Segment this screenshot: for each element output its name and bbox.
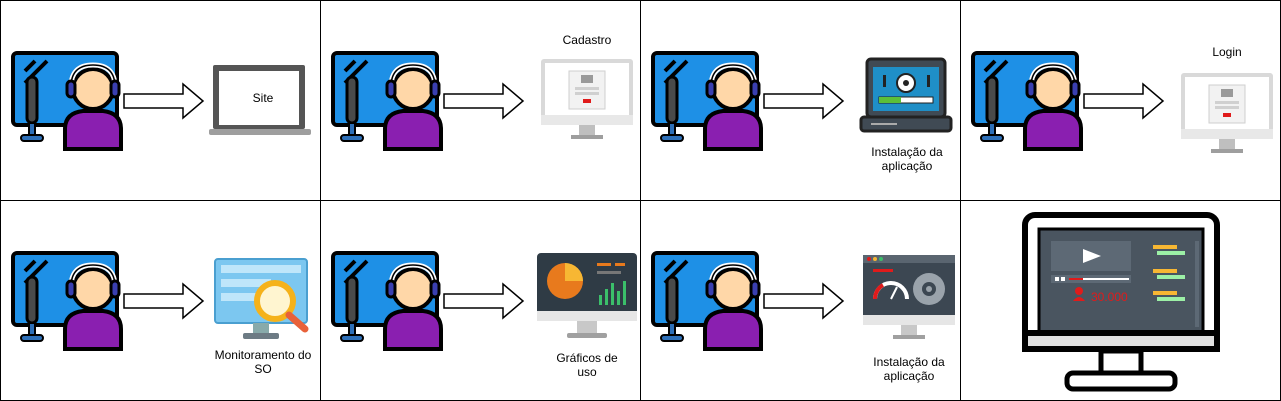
- settings-monitor-icon: [863, 255, 955, 339]
- instalacao-2-label: Instalação da aplicação: [873, 355, 945, 383]
- streamer-icon: [11, 51, 123, 151]
- step-instalacao-2: Instalação da aplicação: [640, 200, 961, 401]
- form-monitor-icon: [540, 58, 634, 140]
- step-graficos: Gráficos de uso: [320, 200, 641, 401]
- step-login: Login: [960, 0, 1281, 201]
- arrow-icon: [763, 83, 844, 119]
- streamer-icon: [651, 51, 763, 151]
- step-site: Site: [0, 0, 321, 201]
- arrow-icon: [123, 83, 204, 119]
- step-instalacao: Instalação da aplicação: [640, 0, 961, 201]
- dashboard-icon: [537, 253, 637, 338]
- streamer-icon: [11, 251, 123, 351]
- stream-monitor-icon: 30.000: [1022, 212, 1220, 392]
- final-stream-monitor: 30.000: [960, 200, 1281, 401]
- arrow-icon: [443, 83, 524, 119]
- monitor-search-icon: [214, 258, 309, 339]
- step-cadastro: Cadastro: [320, 0, 641, 201]
- streamer-icon: [331, 51, 443, 151]
- step-monitoramento: Monitoramento do SO: [0, 200, 321, 401]
- arrow-icon: [123, 283, 204, 319]
- site-label: Site: [252, 91, 274, 105]
- streamer-icon: [651, 251, 763, 351]
- arrow-icon: [1083, 83, 1164, 119]
- streamer-icon: [971, 51, 1083, 151]
- arrow-icon: [763, 283, 844, 319]
- monitoramento-label: Monitoramento do SO: [214, 348, 312, 376]
- viewer-count: 30.000: [1091, 290, 1128, 304]
- install-laptop-icon: [859, 57, 953, 133]
- arrow-icon: [443, 283, 524, 319]
- laptop-icon: [209, 65, 311, 135]
- login-monitor-icon: [1180, 72, 1274, 154]
- streamer-icon: [331, 251, 443, 351]
- graficos-label: Gráficos de uso: [556, 351, 618, 379]
- login-label: Login: [1212, 45, 1242, 59]
- instalacao-label-1: Instalação da aplicação: [871, 145, 943, 173]
- cadastro-label: Cadastro: [562, 33, 612, 47]
